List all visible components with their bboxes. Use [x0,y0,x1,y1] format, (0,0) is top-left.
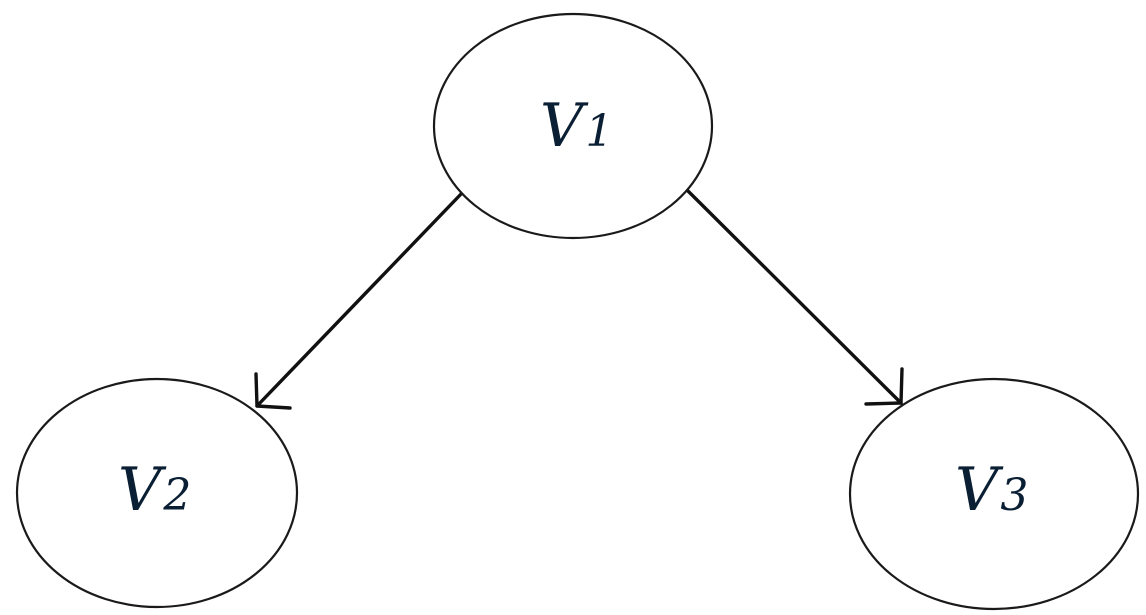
node-v3-index: 3 [1000,470,1028,521]
node-v2-index: 2 [162,470,191,521]
node-v1-ellipse [432,12,714,240]
node-v1-label: V1 [540,91,613,161]
node-v2-letter: V [118,455,167,525]
node-v1: V1 [432,12,714,240]
node-v2-ellipse [15,377,299,609]
node-v3-ellipse [848,377,1140,611]
node-v2: V2 [15,377,299,609]
node-v2-label: V2 [118,455,191,525]
edge-v1-v2-arrowhead [254,372,292,410]
edge-v1-v3 [685,188,904,406]
node-v3-letter: V [955,455,1004,525]
node-v3-label: V3 [955,455,1028,525]
node-v3: V3 [848,377,1140,611]
node-v1-letter: V [540,91,589,161]
edge-v1-v2 [254,191,464,410]
edge-v1-v3-arrowhead [864,367,904,406]
node-v1-index: 1 [585,106,613,157]
edge-v1-v2-line [255,191,464,408]
edge-v1-v3-line [685,188,903,405]
